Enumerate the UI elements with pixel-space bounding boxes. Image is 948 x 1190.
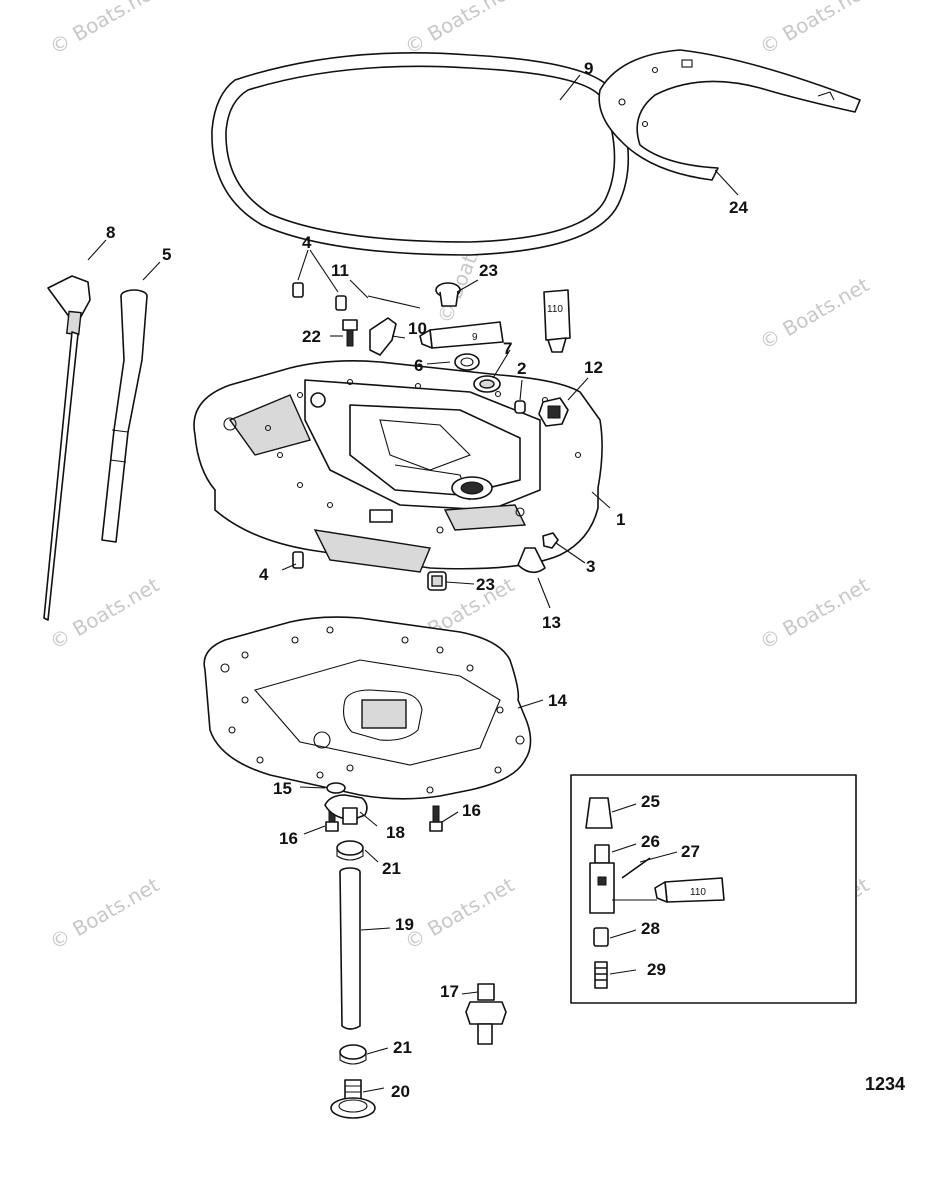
watermark: © Boats.net (46, 872, 164, 954)
callout-18: 18 (386, 823, 405, 842)
callout-2: 2 (517, 359, 526, 378)
callout-11: 11 (331, 261, 349, 280)
callout-5: 5 (162, 245, 171, 264)
seal-strip (598, 49, 861, 181)
callout-23: 23 (476, 575, 495, 594)
spring (594, 961, 608, 989)
watermark: © Boats.net (756, 272, 874, 354)
callout-13: 13 (542, 613, 561, 632)
callout-8: 8 (106, 223, 115, 242)
callout-10: 10 (408, 319, 427, 338)
bracket (324, 794, 368, 825)
dipstick-tube (101, 289, 148, 543)
watermark: © Boats.net (401, 872, 519, 954)
dipstick (43, 275, 91, 621)
sealant-tube-110: 110 (543, 289, 571, 353)
callout-22: 22 (302, 327, 321, 346)
page-number: 1234 (865, 1074, 905, 1094)
callout-29: 29 (647, 960, 666, 979)
dowel-pin (292, 551, 304, 569)
nut (542, 532, 559, 549)
watermark: © Boats.net (46, 572, 164, 654)
fitting-26 (589, 844, 615, 914)
callout-3: 3 (586, 557, 595, 576)
callout-21: 21 (393, 1038, 412, 1057)
seal (473, 375, 501, 393)
callout-layer: 1 2 3 4 4 5 6 7 8 9 10 11 12 13 14 15 16… (106, 59, 748, 1101)
watermark: © Boats.net (756, 572, 874, 654)
callout-14: 14 (548, 691, 567, 710)
grommet (514, 400, 526, 414)
sealant-tube-110-inset: 110 (654, 877, 725, 903)
callout-6: 6 (414, 356, 423, 375)
water-tube (339, 867, 361, 1030)
clamp (336, 840, 364, 861)
callout-25: 25 (641, 792, 660, 811)
dowel-pin (292, 282, 304, 298)
screw (342, 319, 358, 347)
lower-parts (324, 782, 507, 1119)
fitting (369, 317, 397, 356)
dowel-pin (335, 295, 347, 311)
callout-9: 9 (584, 59, 593, 78)
tube-label: 9 (472, 332, 478, 343)
sleeve (593, 927, 609, 947)
callout-4: 4 (302, 233, 312, 252)
cap (517, 547, 546, 574)
adaptor-plate (193, 360, 603, 573)
inset-box: 110 (570, 774, 857, 1004)
fitting-17 (465, 983, 507, 1045)
callout-27: 27 (681, 842, 700, 861)
watermark: © Boats.net (401, 0, 519, 59)
callout-21: 21 (382, 859, 401, 878)
grommet-base (330, 1079, 376, 1119)
callout-23: 23 (479, 261, 498, 280)
callout-20: 20 (391, 1082, 410, 1101)
small-parts: 9 110 (292, 282, 571, 591)
callout-1: 1 (616, 510, 625, 529)
sealant-tube: 9 (419, 321, 504, 349)
plug-bottom (427, 571, 447, 591)
gasket (203, 616, 532, 800)
tube-label: 110 (547, 304, 563, 315)
callout-16: 16 (462, 801, 481, 820)
seal (454, 353, 480, 371)
callout-15: 15 (273, 779, 292, 798)
pin (621, 857, 651, 879)
o-ring (326, 782, 346, 794)
callout-19: 19 (395, 915, 414, 934)
callout-26: 26 (641, 832, 660, 851)
callout-7: 7 (503, 339, 512, 358)
seal-ring (211, 52, 630, 256)
watermark: © Boats.net (756, 0, 874, 59)
screw (429, 805, 443, 832)
callout-12: 12 (584, 358, 603, 377)
callout-24: 24 (729, 198, 748, 217)
watermark: © Boats.net (46, 0, 164, 59)
plug-large (538, 397, 569, 427)
callout-28: 28 (641, 919, 660, 938)
callout-16: 16 (279, 829, 298, 848)
leader-lines (87, 74, 739, 1093)
clamp (339, 1044, 367, 1065)
callout-4: 4 (259, 565, 269, 584)
tube-label: 110 (690, 887, 706, 898)
callout-17: 17 (440, 982, 459, 1001)
